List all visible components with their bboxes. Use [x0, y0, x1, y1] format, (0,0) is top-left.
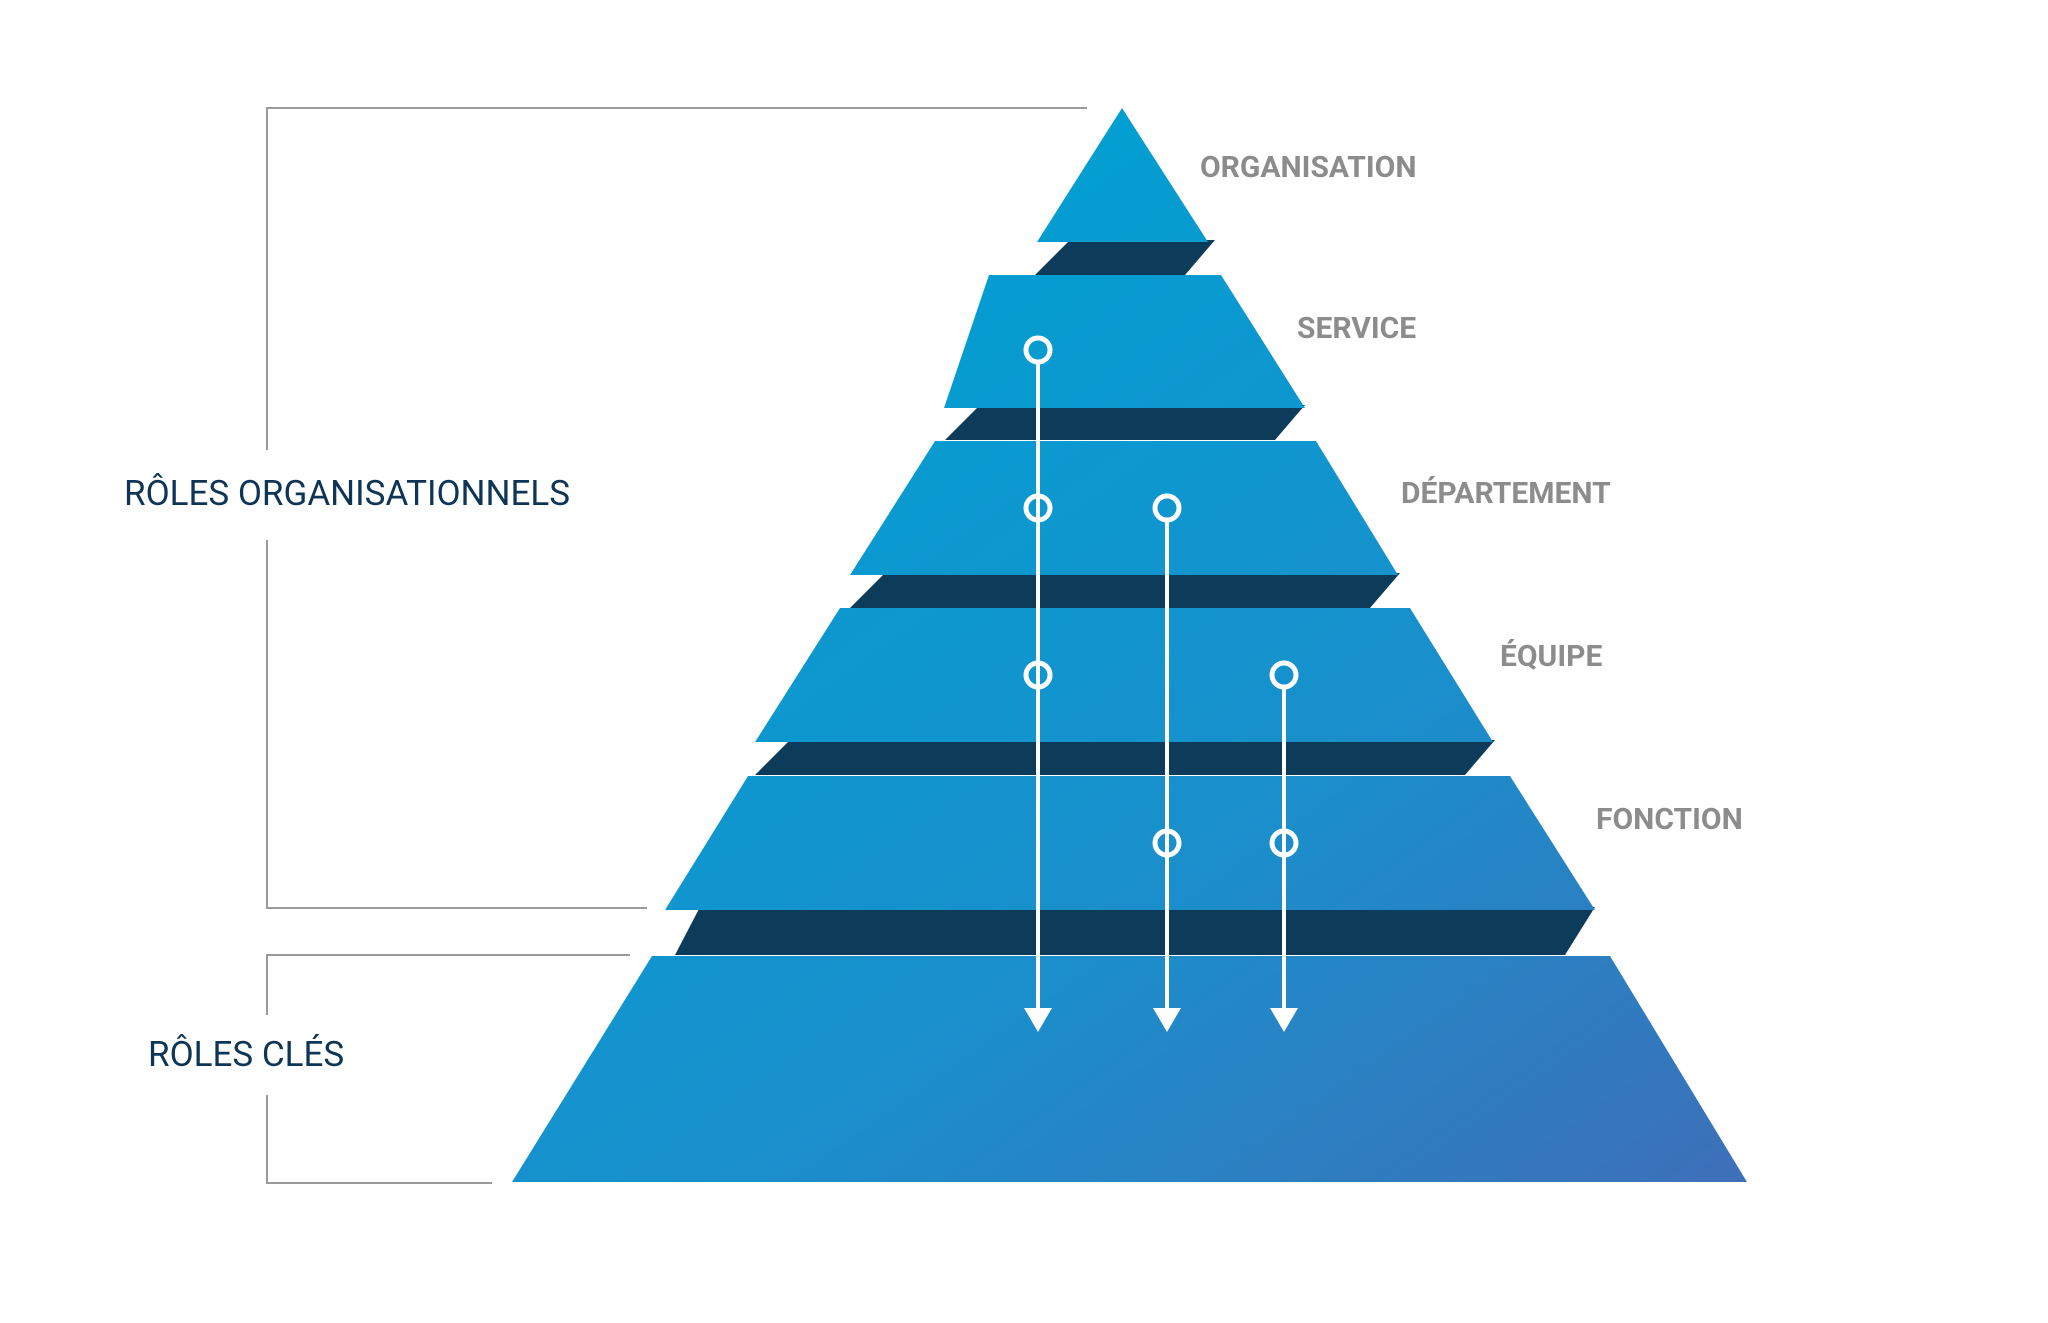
gap-bands — [675, 240, 1595, 955]
pyramid-tiers — [512, 108, 1747, 1182]
flow-node — [1152, 493, 1182, 523]
gap-band-5 — [675, 907, 1595, 955]
tier-organisation — [1037, 108, 1208, 242]
arrow-head — [1270, 1008, 1298, 1032]
flow-node — [1023, 660, 1053, 690]
tier-departement — [850, 441, 1398, 575]
gap-band-2 — [945, 405, 1305, 440]
arrow-head — [1153, 1008, 1181, 1032]
tier-fonction — [665, 776, 1595, 910]
level-label-organisation: ORGANISATION — [1200, 150, 1417, 185]
flow-node — [1269, 660, 1299, 690]
flow-node — [1023, 493, 1053, 523]
bracket-key-roles — [266, 954, 630, 1184]
tier-equipe — [755, 608, 1493, 742]
tier-roles-cles — [512, 956, 1747, 1182]
gap-band-3 — [850, 573, 1400, 608]
tier-service — [944, 275, 1305, 408]
flow-3 — [1269, 660, 1299, 1032]
flow-node — [1152, 828, 1182, 858]
flow-node — [1023, 335, 1053, 365]
organizational-roles-label: RÔLES ORGANISATIONNELS — [124, 473, 570, 514]
arrow-head — [1024, 1008, 1052, 1032]
brackets — [266, 107, 1087, 1184]
bracket-organizational-roles — [266, 107, 1087, 909]
level-label-departement: DÉPARTEMENT — [1401, 476, 1611, 511]
level-label-equipe: ÉQUIPE — [1500, 639, 1602, 674]
gap-band-1 — [1035, 240, 1215, 275]
level-label-service: SERVICE — [1297, 311, 1416, 346]
flow-arrows — [1023, 335, 1299, 1032]
flow-2 — [1152, 493, 1182, 1032]
level-label-fonction: FONCTION — [1596, 802, 1743, 837]
gap-band-4 — [755, 740, 1495, 775]
flow-1 — [1023, 335, 1053, 1032]
flow-node — [1269, 828, 1299, 858]
key-roles-label: RÔLES CLÉS — [148, 1034, 344, 1075]
